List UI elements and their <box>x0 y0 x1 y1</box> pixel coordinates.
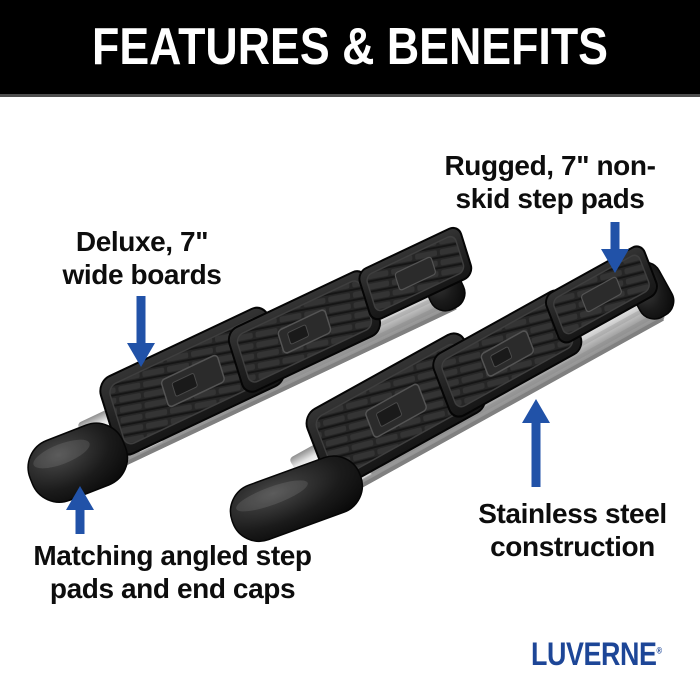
arrow-up-end-caps-icon <box>66 486 94 534</box>
end-cap-near <box>27 422 129 503</box>
end-cap-near <box>229 455 364 543</box>
luverne-logo: LUVERNE® <box>531 636 696 672</box>
step-pad <box>358 226 473 321</box>
running-board-right <box>229 245 675 543</box>
arrow-down-step-pads-icon <box>601 222 629 273</box>
registered-trademark: ® <box>656 645 663 656</box>
features-benefits-header: FEATURES & BENEFITS <box>0 0 700 97</box>
arrow-down-wide-boards-icon <box>127 296 155 367</box>
running-board-left <box>27 226 473 503</box>
luverne-logo-text: LUVERNE <box>531 636 657 672</box>
annotation-end-caps: Matching angled step pads and end caps <box>33 540 312 604</box>
annotation-wide-boards: Deluxe, 7" wide boards <box>62 226 222 290</box>
step-pad <box>545 245 658 344</box>
arrow-up-construction-icon <box>522 399 550 487</box>
annotation-construction: Stainless steel construction <box>478 498 667 562</box>
page-title: FEATURES & BENEFITS <box>92 18 608 76</box>
annotation-step-pads: Rugged, 7" non- skid step pads <box>444 150 656 214</box>
